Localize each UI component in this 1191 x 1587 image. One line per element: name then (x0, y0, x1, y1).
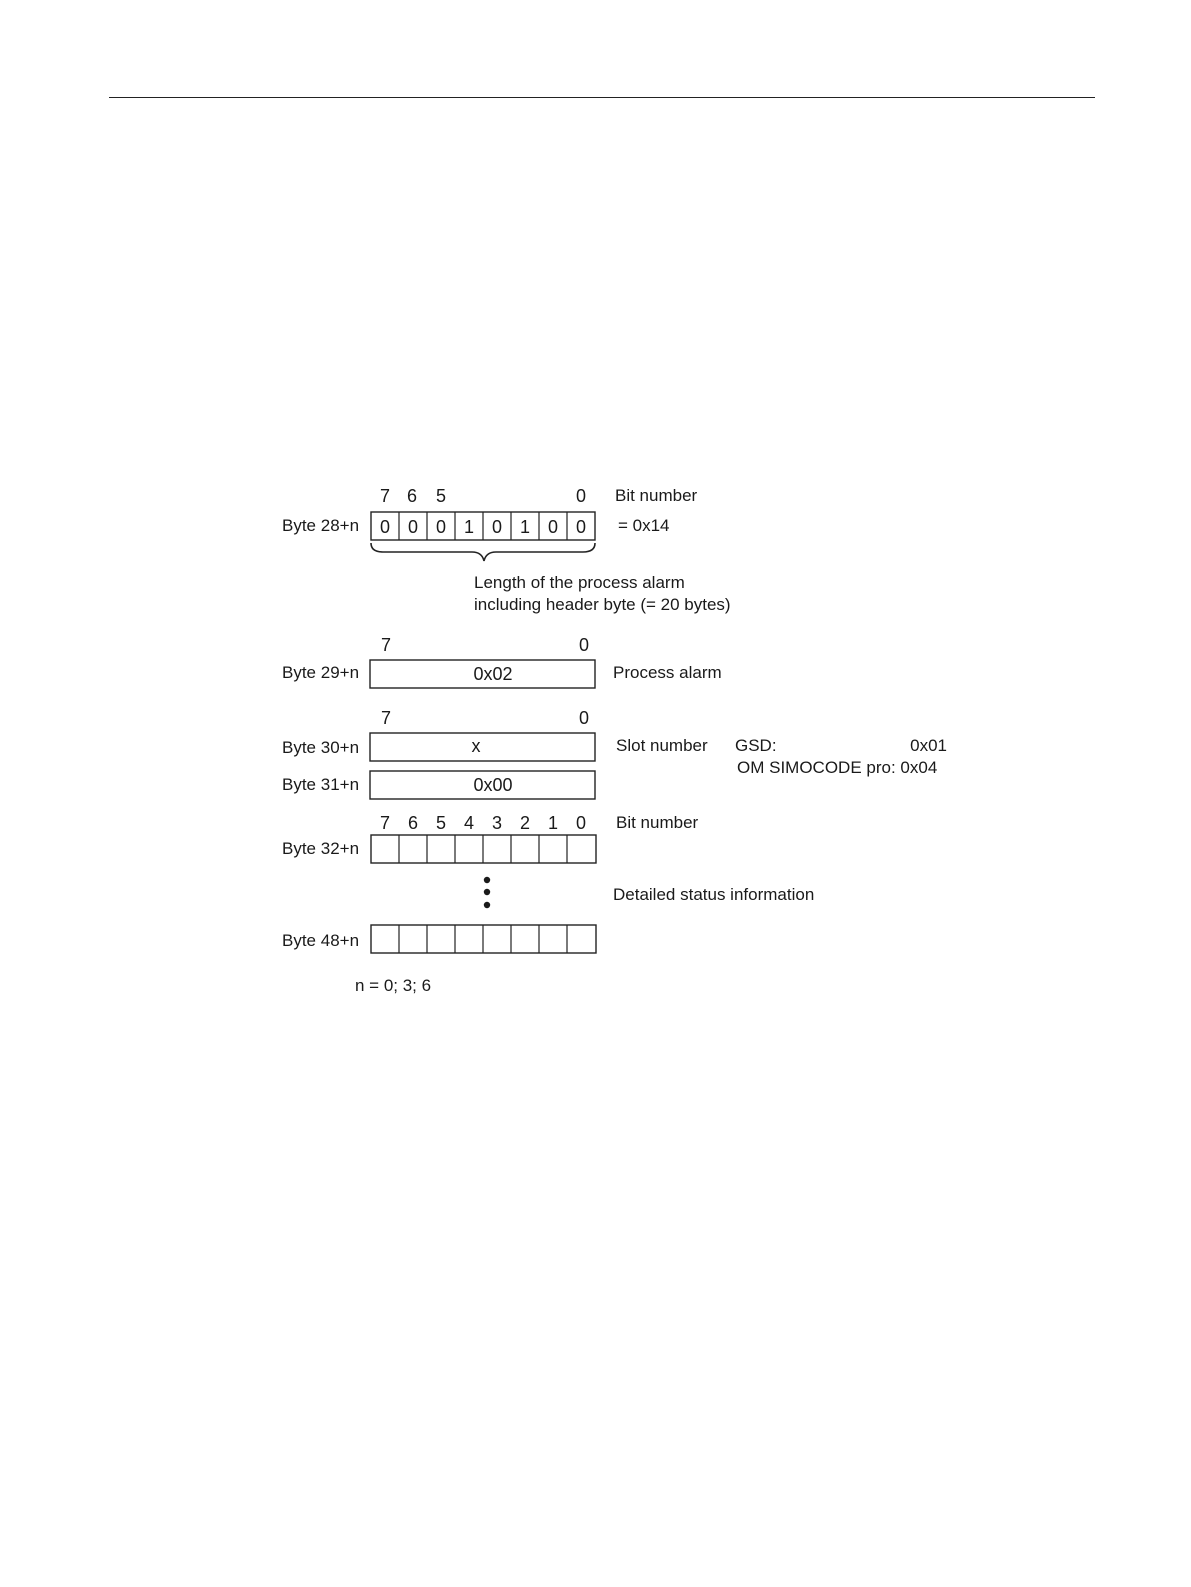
ellipsis-dot (483, 901, 491, 909)
byte28-bit-0: 0 (576, 517, 586, 537)
footnote: n = 0; 3; 6 (355, 976, 431, 995)
byte28-bit-number-label: Bit number (615, 486, 698, 505)
byte28-bit-4: 1 (464, 517, 474, 537)
byte48-dividers (398, 925, 568, 953)
byte48-group: Byte 48+n (282, 924, 597, 954)
byte28-bitnum-7: 7 (380, 486, 390, 506)
byte30-msb: 7 (381, 708, 391, 728)
byte31-box (369, 770, 596, 800)
byte32-bitnum-7: 7 (380, 813, 390, 833)
byte29-group: 7 0 Byte 29+n 0x02 Process alarm (282, 635, 722, 689)
byte31-label: Byte 31+n (282, 775, 359, 794)
byte28-bit-5: 0 (436, 517, 446, 537)
ellipsis-dot (483, 876, 491, 884)
byte28-brace (370, 542, 596, 562)
byte28-bitnum-0: 0 (576, 486, 586, 506)
byte32-bit-number-label: Bit number (616, 813, 699, 832)
byte29-box (369, 659, 596, 689)
byte28-label: Byte 28+n (282, 516, 359, 535)
byte28-bit-6: 0 (408, 517, 418, 537)
byte28-brace-text-2: including header byte (= 20 bytes) (474, 595, 731, 614)
status-description: Detailed status information (613, 885, 814, 904)
byte30-description: Slot number (616, 736, 708, 755)
byte32-bitnum-5: 5 (436, 813, 446, 833)
byte32-bitnum-2: 2 (520, 813, 530, 833)
byte30-gsd-value: 0x01 (910, 736, 947, 755)
byte30-lsb: 0 (579, 708, 589, 728)
ellipsis-dots (483, 876, 491, 909)
byte30-om-text: OM SIMOCODE pro: 0x04 (737, 758, 937, 777)
byte28-bit-7: 0 (380, 517, 390, 537)
byte30-label: Byte 30+n (282, 738, 359, 757)
byte30-gsd-label: GSD: (735, 736, 777, 755)
byte32-bitnum-1: 1 (548, 813, 558, 833)
byte29-lsb: 0 (579, 635, 589, 655)
byte29-description: Process alarm (613, 663, 722, 682)
byte28-bit-2: 1 (520, 517, 530, 537)
byte48-label: Byte 48+n (282, 931, 359, 950)
byte28-hex-value: = 0x14 (618, 516, 670, 535)
byte32-dividers (398, 835, 568, 863)
byte28-dividers (398, 512, 568, 540)
header-rule (109, 97, 1095, 98)
byte29-value: 0x02 (473, 664, 512, 684)
ellipsis-dot (483, 888, 491, 896)
byte28-bitnum-6: 6 (407, 486, 417, 506)
byte30-box (369, 732, 596, 762)
byte32-label: Byte 32+n (282, 839, 359, 858)
byte29-label: Byte 29+n (282, 663, 359, 682)
byte31-value: 0x00 (473, 775, 512, 795)
byte30-value: x (472, 736, 481, 756)
byte28-bit-3: 0 (492, 517, 502, 537)
byte28-brace-text-1: Length of the process alarm (474, 573, 685, 592)
byte30-group: 7 0 Byte 30+n x Slot number GSD: 0x01 OM… (282, 708, 947, 777)
byte31-group: Byte 31+n 0x00 (282, 770, 596, 800)
byte32-bitnum-4: 4 (464, 813, 474, 833)
byte28-bitnum-5: 5 (436, 486, 446, 506)
byte29-msb: 7 (381, 635, 391, 655)
byte28-bit-1: 0 (548, 517, 558, 537)
byte32-bitnum-6: 6 (408, 813, 418, 833)
byte32-bitnum-0: 0 (576, 813, 586, 833)
byte32-bitnum-3: 3 (492, 813, 502, 833)
